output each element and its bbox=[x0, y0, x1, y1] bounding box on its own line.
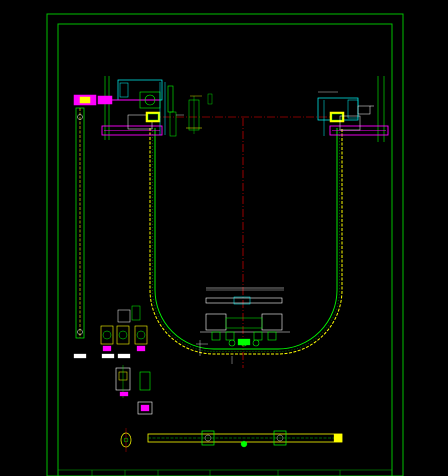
inner-frame bbox=[57, 23, 393, 476]
u-track-inner bbox=[154, 128, 338, 350]
left-vertical-conveyor bbox=[73, 94, 97, 359]
section-details-cluster bbox=[100, 305, 153, 415]
left-drive-assembly bbox=[97, 76, 184, 140]
title-block-ticks bbox=[91, 470, 341, 476]
outer-frame bbox=[46, 13, 404, 476]
right-drive-assembly bbox=[317, 76, 389, 142]
carriage-assembly bbox=[196, 287, 290, 364]
u-track-outer bbox=[149, 128, 343, 355]
center-upper-detail bbox=[186, 93, 213, 134]
bottom-horizontal-conveyor bbox=[120, 428, 343, 452]
